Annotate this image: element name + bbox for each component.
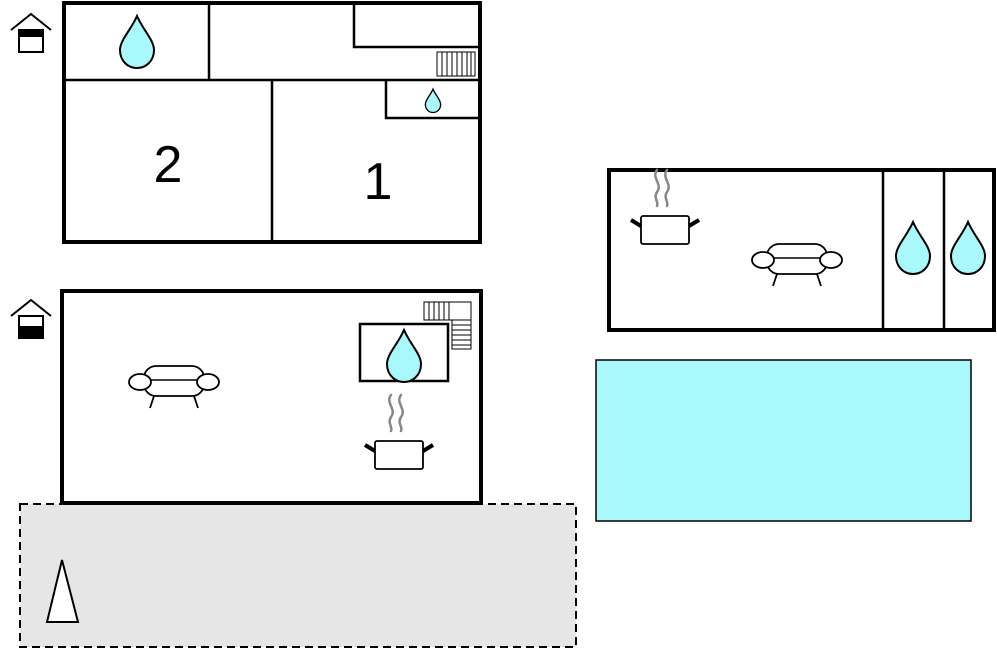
parasol-icon	[45, 559, 80, 623]
cooking-pot-icon	[629, 168, 701, 246]
house-floor-icon	[10, 299, 52, 339]
sofa-icon	[751, 243, 843, 287]
water-drop-icon	[950, 221, 986, 275]
cooking-pot-icon	[363, 393, 435, 471]
water-drop-icon	[386, 329, 422, 383]
terrace-area	[19, 503, 577, 648]
room-number-1: 1	[364, 153, 393, 211]
house-floor-icon	[10, 13, 52, 53]
water-drop-icon	[424, 88, 442, 114]
sofa-icon	[128, 365, 220, 409]
water-drop-icon	[119, 15, 155, 69]
stairs-icon	[423, 301, 472, 350]
room-number-2: 2	[154, 136, 183, 194]
annex-outline	[607, 168, 996, 332]
ground-floor	[10, 289, 577, 648]
ground-floor-outline	[60, 289, 483, 505]
upper-floor: 2 1	[10, 1, 482, 244]
swimming-pool	[595, 359, 972, 522]
water-drop-icon	[895, 221, 931, 275]
stairs-icon	[436, 51, 476, 77]
annex-building	[607, 168, 996, 332]
